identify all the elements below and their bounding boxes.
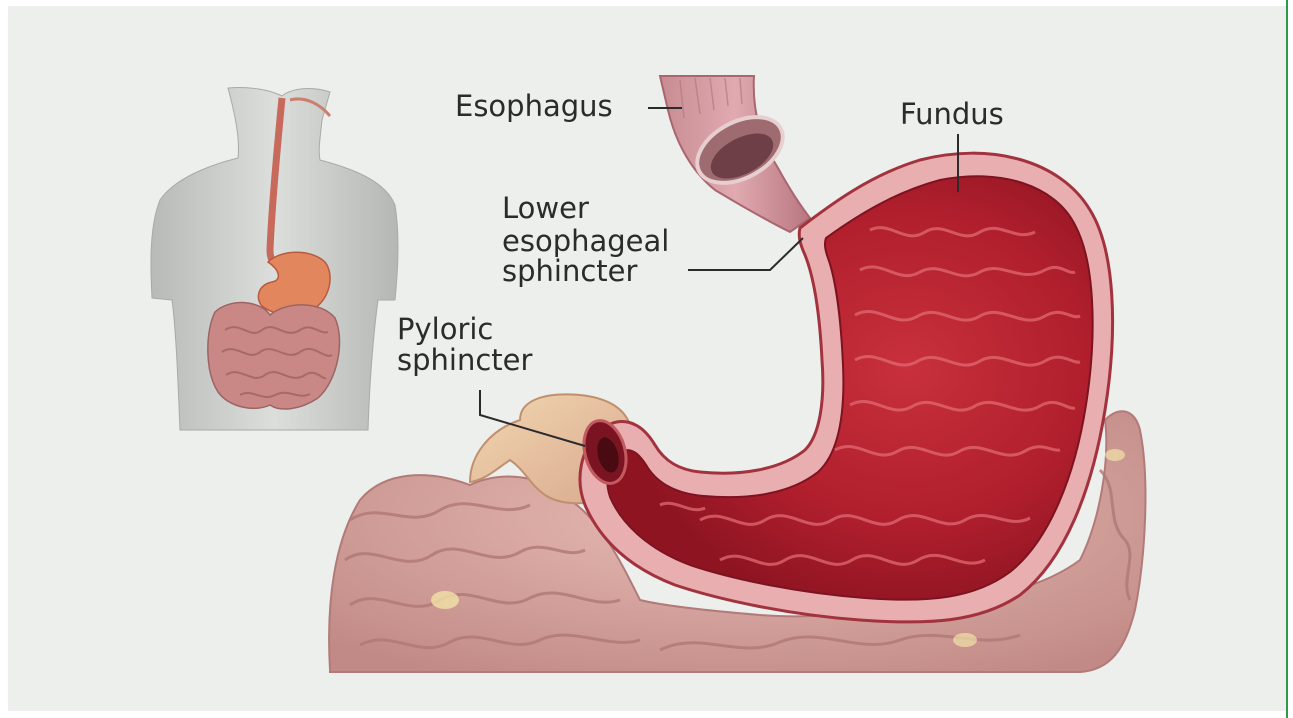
les-label-line3: sphincter [502,255,637,288]
les-leader [688,238,803,270]
esophagus-label: Esophagus [455,90,613,123]
pyloric-label-line2: sphincter [397,344,532,377]
esophagus [660,76,810,232]
pyloric-label-line1: Pyloric [397,313,493,346]
les-label-line1: Lower [502,192,589,225]
torso-figure [151,87,398,430]
fundus-label: Fundus [900,98,1004,131]
